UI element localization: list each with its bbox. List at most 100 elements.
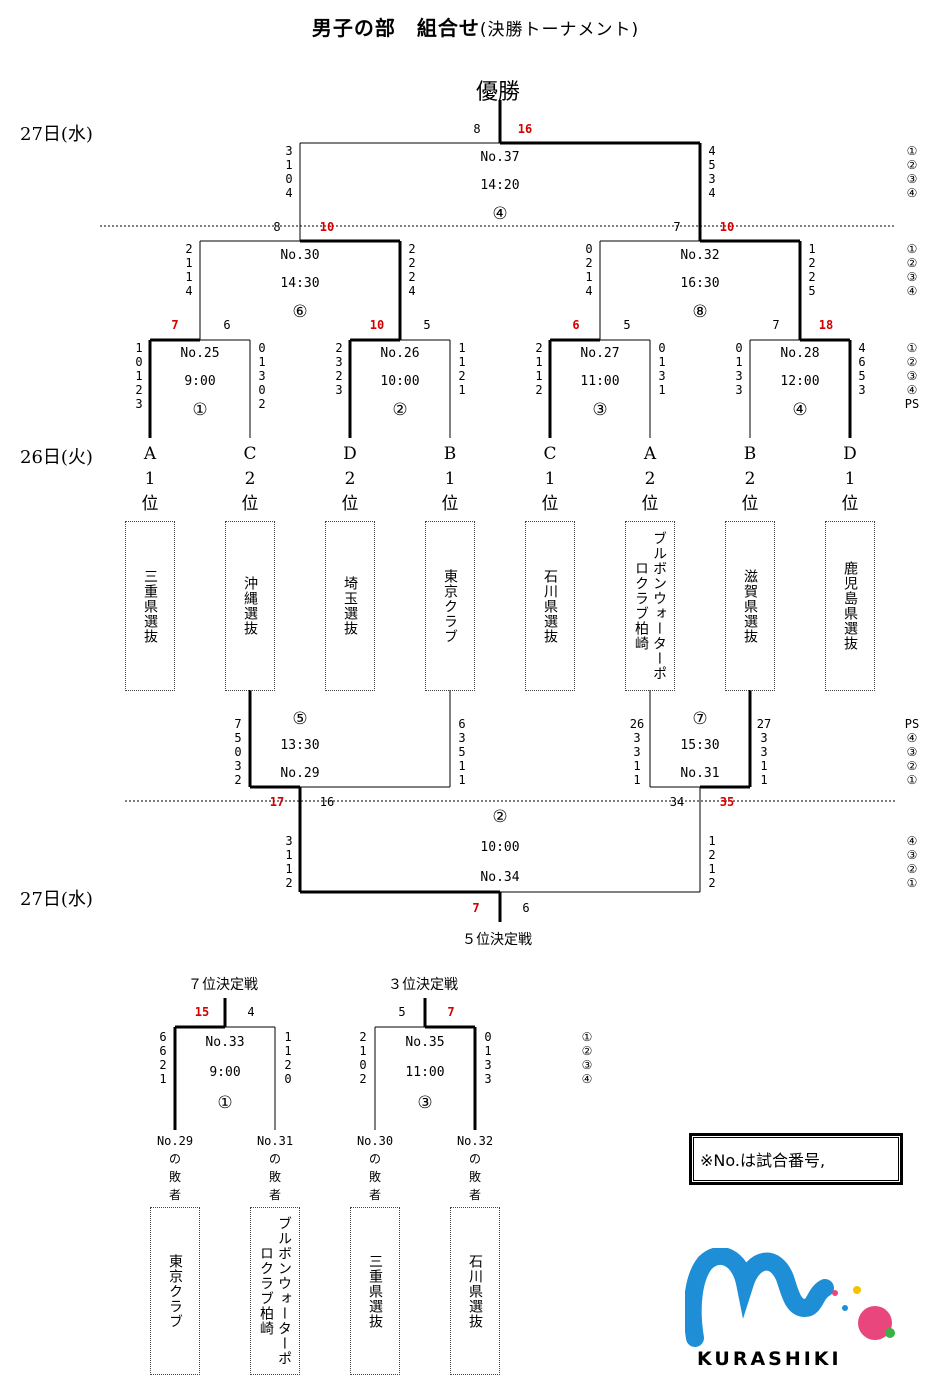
final-right-periods: 4 5 3 4: [708, 144, 716, 200]
fifth-left-periods: 3 1 1 2: [285, 834, 293, 890]
qf3-right-total: 5: [623, 318, 631, 332]
seventh-left-periods: 6 6 2 1: [159, 1030, 167, 1086]
cons1-match-no: No.29: [280, 766, 320, 781]
team-box-3: 埼玉選抜: [325, 521, 375, 691]
seventh-left-total: 15: [194, 1005, 210, 1019]
qf1-right-periods: 0 1 3 0 2: [258, 341, 266, 411]
bottom-team-box-3: 三重県選抜: [350, 1207, 400, 1375]
team-name-4: 東京クラブ: [442, 568, 458, 644]
team-box-4: 東京クラブ: [425, 521, 475, 691]
qf3-match-no: No.27: [580, 346, 620, 361]
day-label-26: 26日(火): [20, 447, 93, 468]
seventh-time: 9:00: [209, 1065, 241, 1080]
title-sub: (決勝トーナメント): [479, 20, 640, 40]
qf2-right-periods: 1 1 2 1: [458, 341, 466, 397]
qf3-court: ③: [592, 400, 608, 420]
semi1-court: ⑥: [292, 302, 308, 322]
note-box: ※No.は試合番号,: [689, 1133, 903, 1185]
qf1-left-periods: 1 0 1 2 3: [135, 341, 143, 411]
qf2-right-total: 5: [423, 318, 431, 332]
team-name-3: 埼玉選抜: [342, 576, 358, 636]
qf2-left-total: 10: [369, 318, 385, 332]
bottom-team-name-1: 東京クラブ: [167, 1253, 183, 1329]
day-label-27-bottom: 27日(水): [20, 889, 93, 910]
fifth-place-label: ５位決定戦: [462, 932, 532, 948]
semi2-right-periods: 1 2 2 5: [808, 242, 816, 298]
qf4-match-no: No.28: [780, 346, 820, 361]
third-left-periods: 2 1 0 2: [359, 1030, 367, 1086]
qf2-left-periods: 2 3 2 3: [335, 341, 343, 397]
kurashiki-logo-icon: [685, 1248, 895, 1347]
third-left-total: 5: [398, 1005, 406, 1019]
period-labels-consolation: PS ④ ③ ② ①: [904, 717, 920, 787]
bottom-team-box-4: 石川県選抜: [450, 1207, 500, 1375]
semi1-right-periods: 2 2 2 4: [408, 242, 416, 298]
team-name-1: 三重県選抜: [142, 568, 158, 644]
semi1-left-total: 8: [273, 220, 281, 234]
fifth-right-total: 6: [522, 901, 530, 915]
seed-2: C 2 位: [241, 444, 259, 514]
cons2-time: 15:30: [680, 738, 720, 753]
seed-8: D 1 位: [841, 444, 859, 514]
semi1-match-no: No.30: [280, 248, 320, 263]
logo-text: KURASHIKI: [697, 1348, 842, 1370]
seventh-court: ①: [217, 1093, 233, 1113]
seed-3: D 2 位: [341, 444, 359, 514]
team-box-8: 鹿児島県選抜: [825, 521, 875, 691]
champion-label: 優勝: [476, 80, 521, 105]
period-labels-qf: ① ② ③ ④ PS: [904, 341, 920, 411]
cons1-time: 13:30: [280, 738, 320, 753]
seed-4: B 1 位: [441, 444, 459, 514]
semi2-court: ⑧: [692, 302, 708, 322]
cons1-court: ⑤: [292, 709, 308, 729]
team-box-6: ブルボンウォーターポロクラブ柏崎: [625, 521, 675, 691]
cons2-right-periods: 27 3 3 1 1: [756, 717, 772, 787]
loser-label-4: No.32 の 敗 者: [456, 1134, 494, 1202]
third-right-periods: 0 1 3 3: [484, 1030, 492, 1086]
cons2-court: ⑦: [692, 709, 708, 729]
qf4-court: ④: [792, 400, 808, 420]
cons2-left-periods: 26 3 3 1 1: [629, 717, 645, 787]
semi1-right-total: 10: [319, 220, 335, 234]
third-time: 11:00: [405, 1065, 445, 1080]
final-match-no: No.37: [480, 150, 520, 165]
fifth-left-total: 7: [472, 901, 480, 915]
team-box-5: 石川県選抜: [525, 521, 575, 691]
cons2-right-total: 35: [719, 795, 735, 809]
third-place-label: ３位決定戦: [388, 977, 458, 993]
day-label-27-top: 27日(水): [20, 124, 93, 145]
cons1-right-total: 16: [319, 795, 335, 809]
semi2-right-total: 10: [719, 220, 735, 234]
final-left-total: 8: [473, 122, 481, 136]
cons2-left-total: 34: [669, 795, 685, 809]
qf4-time: 12:00: [780, 374, 820, 389]
qf1-time: 9:00: [184, 374, 216, 389]
qf3-time: 11:00: [580, 374, 620, 389]
final-right-total: 16: [517, 122, 533, 136]
qf1-court: ①: [192, 400, 208, 420]
bottom-team-name-2: ブルボンウォーターポロクラブ柏崎: [258, 1216, 292, 1366]
third-match-no: No.35: [405, 1035, 445, 1050]
seed-6: A 2 位: [641, 444, 659, 514]
cons2-match-no: No.31: [680, 766, 720, 781]
seed-7: B 2 位: [741, 444, 759, 514]
period-labels-semis: ① ② ③ ④: [906, 242, 918, 298]
qf4-left-periods: 0 1 3 3: [735, 341, 743, 397]
period-labels-final: ① ② ③ ④: [906, 144, 918, 200]
bottom-team-box-1: 東京クラブ: [150, 1207, 200, 1375]
cons1-left-periods: 7 5 0 3 2: [234, 717, 242, 787]
seventh-right-periods: 1 1 2 0: [284, 1030, 292, 1086]
qf3-left-total: 6: [572, 318, 580, 332]
qf3-left-periods: 2 1 1 2: [535, 341, 543, 397]
qf1-left-total: 7: [171, 318, 179, 332]
qf4-right-periods: 4 6 5 3: [858, 341, 866, 397]
loser-label-2: No.31 の 敗 者: [256, 1134, 294, 1202]
seventh-place-label: ７位決定戦: [188, 977, 258, 993]
loser-label-3: No.30 の 敗 者: [356, 1134, 394, 1202]
final-left-periods: 3 1 0 4: [285, 144, 293, 200]
team-name-7: 滋賀県選抜: [742, 568, 758, 644]
qf2-time: 10:00: [380, 374, 420, 389]
bottom-team-name-3: 三重県選抜: [367, 1253, 383, 1329]
semi2-time: 16:30: [680, 276, 720, 291]
fifth-match-no: No.34: [480, 870, 520, 885]
